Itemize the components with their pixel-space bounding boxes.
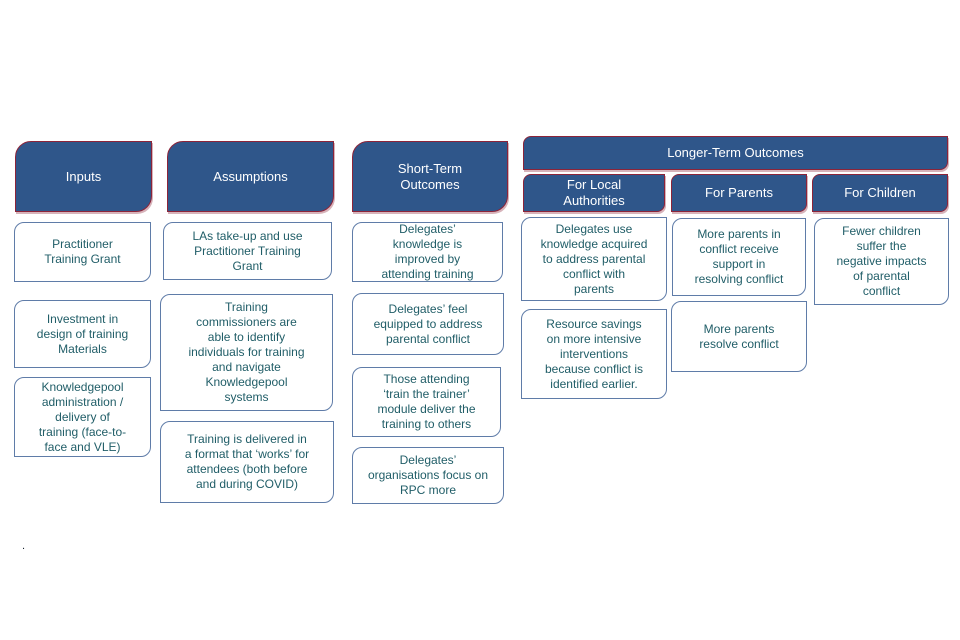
local-authorities-box-delegates-use-knowledge: Delegates use knowledge acquired to addr… — [521, 217, 667, 301]
short-term-outcomes-header: Short-Term Outcomes — [352, 141, 508, 212]
short-term-box-knowledge-improved: Delegates’ knowledge is improved by atte… — [352, 222, 503, 282]
assumptions-box-training-commissioners: Training commissioners are able to ident… — [160, 294, 333, 411]
longer-term-outcomes-header: Longer-Term Outcomes — [523, 136, 948, 170]
inputs-box-practitioner-training-grant: Practitioner Training Grant — [14, 222, 151, 282]
local-authorities-box-resource-savings: Resource savings on more intensive inter… — [521, 309, 667, 399]
for-local-authorities-header: For Local Authorities — [523, 174, 665, 212]
assumptions-box-las-take-up: LAs take-up and use Practitioner Trainin… — [163, 222, 332, 280]
children-box-fewer-children-suffer: Fewer children suffer the negative impac… — [814, 218, 949, 305]
parents-box-resolve-conflict: More parents resolve conflict — [671, 301, 807, 372]
inputs-header: Inputs — [15, 141, 152, 212]
parents-box-receive-support: More parents in conflict receive support… — [672, 218, 806, 296]
inputs-box-investment-in-design: Investment in design of training Materia… — [14, 300, 151, 368]
assumptions-header: Assumptions — [167, 141, 334, 212]
inputs-box-knowledgepool-administration: Knowledgepool administration / delivery … — [14, 377, 151, 457]
stray-dot-mark: . — [22, 540, 26, 552]
for-children-header: For Children — [812, 174, 948, 212]
for-parents-header: For Parents — [671, 174, 807, 212]
short-term-box-organisations-focus-rpc: Delegates’ organisations focus on RPC mo… — [352, 447, 504, 504]
short-term-box-feel-equipped: Delegates’ feel equipped to address pare… — [352, 293, 504, 355]
short-term-box-train-the-trainer: Those attending ‘train the trainer’ modu… — [352, 367, 501, 437]
assumptions-box-training-format: Training is delivered in a format that ‘… — [160, 421, 334, 503]
